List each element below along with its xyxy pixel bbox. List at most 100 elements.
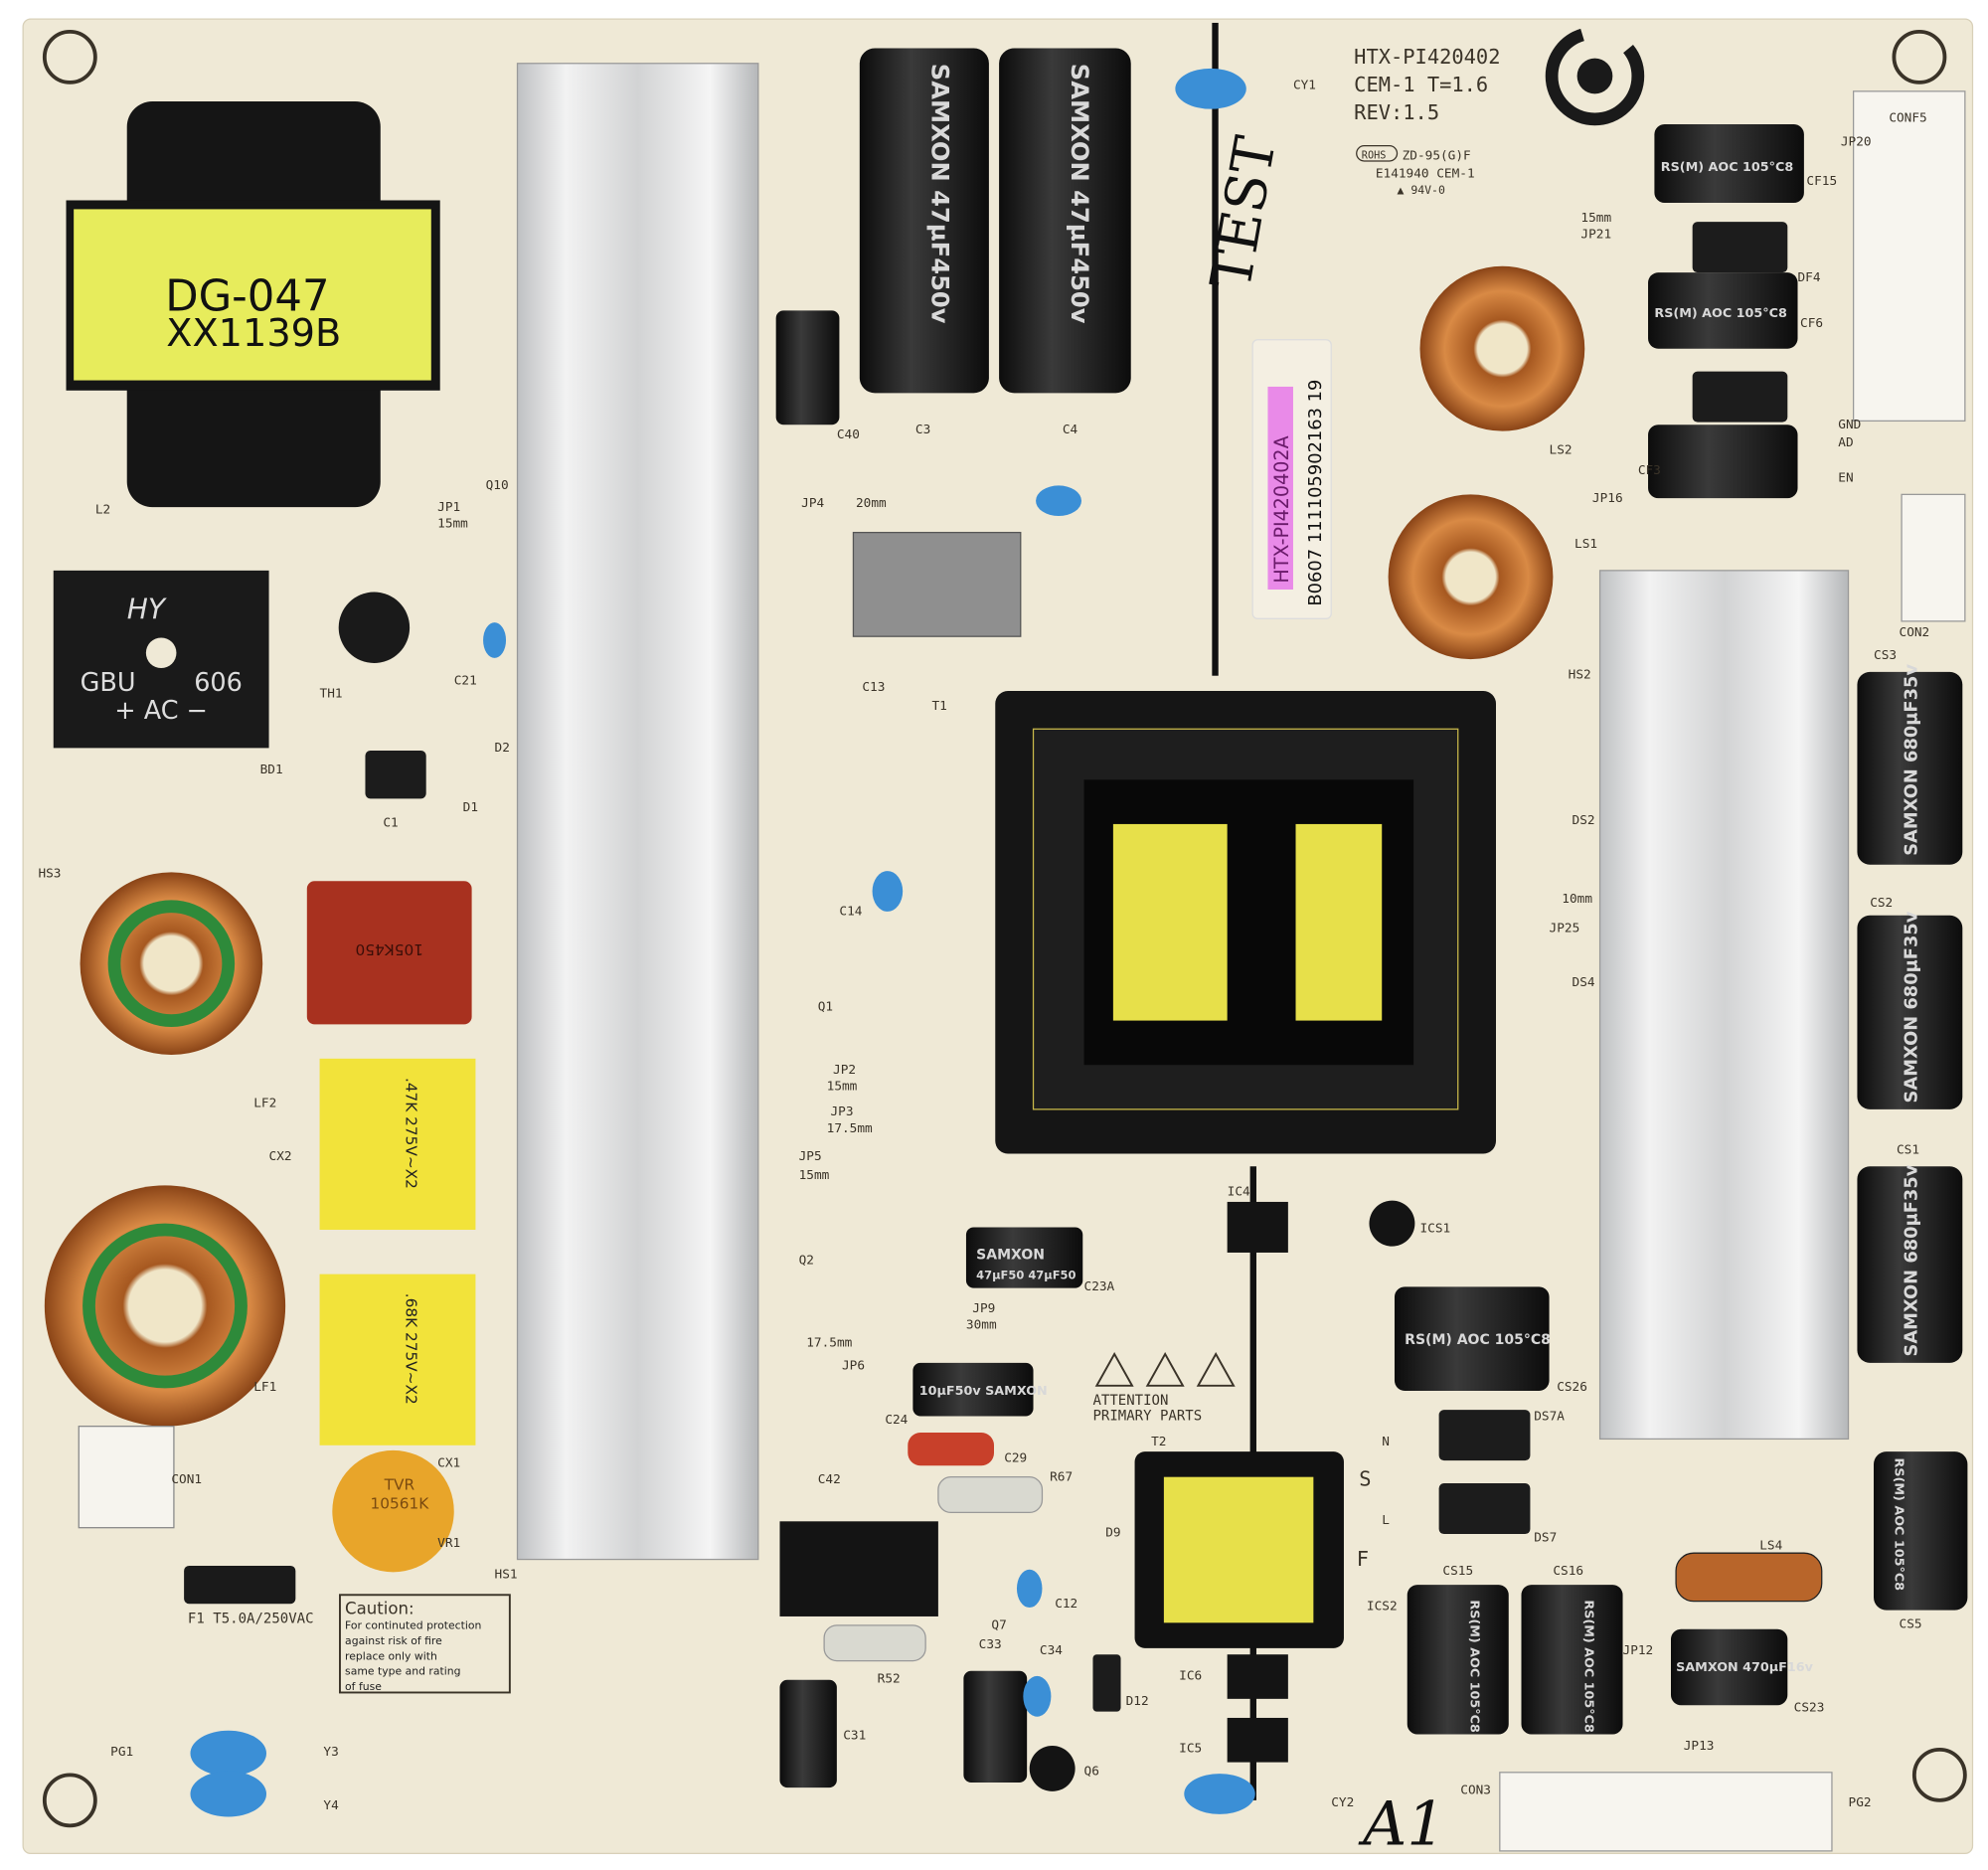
caution-line: against risk of fire <box>345 1634 442 1647</box>
resistor-r67 <box>937 1476 1044 1514</box>
silkscreen-label: N <box>1382 1435 1390 1449</box>
silkscreen-label: D2 <box>495 741 510 756</box>
cap-text: 10µF50v SAMXON <box>919 1384 1048 1399</box>
silkscreen-label: CON3 <box>1460 1783 1491 1797</box>
heatsink-hs2 <box>1598 570 1850 1441</box>
silkscreen-label: JP1 <box>437 500 460 515</box>
silkscreen-label: BD1 <box>260 763 283 777</box>
cap-text: RS(M) AOC 105°C8 <box>1580 1600 1595 1733</box>
silkscreen-label: JP25 <box>1550 921 1580 935</box>
connector-con1[interactable] <box>78 1426 175 1529</box>
silkscreen-label: JP4 <box>801 496 824 511</box>
connector-con2[interactable] <box>1901 493 1966 622</box>
silkscreen-label: JP9 <box>972 1301 995 1316</box>
caution-line: same type and rating <box>345 1665 460 1678</box>
mounting-holes <box>42 29 1967 1828</box>
manufacturer-logo <box>1545 26 1645 126</box>
silkscreen-label: JP12 <box>1623 1643 1654 1658</box>
caution-line: For continuted protection <box>345 1619 481 1632</box>
silkscreen-label: HS2 <box>1569 667 1591 682</box>
silkscreen-label: CS16 <box>1553 1564 1583 1579</box>
silkscreen-label: CONF5 <box>1889 110 1926 125</box>
capacitor-cs16: RS(M) AOC 105°C8 <box>1521 1585 1623 1735</box>
capacitor-c24: 10µF50v SAMXON <box>912 1362 1048 1417</box>
ul-number: E141940 CEM-1 <box>1376 167 1475 182</box>
sticker-serial: B0607 111105902163 19 <box>1305 380 1326 606</box>
silkscreen-label: TH1 <box>320 686 343 701</box>
silkscreen-label: LS4 <box>1759 1538 1782 1553</box>
inductor-lf2 <box>80 872 263 1056</box>
bridge-model-right: 606 <box>194 668 243 698</box>
silkscreen-label: DS4 <box>1573 975 1595 990</box>
silkscreen-label: 15mm <box>1580 211 1611 226</box>
silkscreen-label: LF1 <box>253 1380 276 1395</box>
silkscreen-label: JP6 <box>842 1358 865 1373</box>
silkscreen-label: CS26 <box>1557 1380 1587 1395</box>
caution-line: replace only with <box>345 1649 437 1662</box>
capacitor-c1: 105K450 <box>306 881 472 1025</box>
capacitor-c29 <box>908 1433 994 1466</box>
silkscreen-label: JP2 <box>833 1063 856 1078</box>
silkscreen-label: C14 <box>839 905 862 920</box>
silkscreen-label: DF4 <box>1798 270 1821 285</box>
silkscreen-label: 15mm <box>437 517 468 532</box>
silkscreen-label: R52 <box>878 1671 901 1686</box>
rohs-badge <box>1356 145 1399 162</box>
cap-text: SAMXON 680µF35v <box>1901 664 1921 856</box>
silkscreen-label: Q2 <box>799 1253 814 1268</box>
cap-text: RS(M) AOC 105°C8 <box>1654 306 1787 321</box>
silkscreen-label: DS7A <box>1534 1409 1565 1424</box>
ic-ic6 <box>1227 1654 1288 1699</box>
silkscreen-label: JP5 <box>799 1149 822 1164</box>
silkscreen-label: C12 <box>1055 1597 1077 1612</box>
silkscreen-label: CS3 <box>1874 648 1897 663</box>
silkscreen-label: CS23 <box>1794 1701 1825 1716</box>
diode-ds7 <box>1438 1483 1531 1535</box>
silkscreen-label: 15mm <box>827 1080 858 1095</box>
silkscreen-label: C3 <box>915 423 930 437</box>
silkscreen-label: VR1 <box>437 1536 460 1551</box>
cap-text: SAMXON 47µF450v <box>1066 64 1093 324</box>
connector-con3[interactable] <box>1499 1772 1833 1852</box>
resistor-r52 <box>823 1624 926 1662</box>
caution-line: of fuse <box>345 1680 382 1693</box>
cap-text: RS(M) AOC 105°C8 <box>1405 1332 1551 1348</box>
silkscreen-label: LS1 <box>1574 537 1597 552</box>
fuse-f1 <box>184 1565 296 1605</box>
silkscreen-label: D9 <box>1105 1526 1120 1541</box>
silkscreen-label: R67 <box>1050 1469 1073 1484</box>
connector-conf5[interactable] <box>1852 90 1966 423</box>
silkscreen-label: C34 <box>1040 1643 1063 1658</box>
mosfet-q7 <box>779 1521 938 1616</box>
capacitor-c31 <box>779 1679 837 1788</box>
inductor-ls1 <box>1388 494 1554 660</box>
thermistor-th1 <box>338 592 411 663</box>
red-cap-text: 105K450 <box>355 940 422 958</box>
silkscreen-label: CX1 <box>437 1455 460 1470</box>
transformer-label-1: DG-047 <box>165 271 329 321</box>
silkscreen-label: L <box>1382 1513 1390 1528</box>
silkscreen-label: C24 <box>885 1413 908 1428</box>
diode-d1 <box>365 750 426 799</box>
silkscreen-label: ICS2 <box>1367 1600 1398 1615</box>
silkscreen-label: JP21 <box>1580 228 1611 243</box>
transformer-t2 <box>1134 1451 1344 1648</box>
warning-triangle-icon <box>1094 1352 1236 1387</box>
handwritten-a1: A1 <box>1358 1788 1445 1859</box>
silkscreen-label: F <box>1357 1547 1369 1571</box>
capacitor-cs15: RS(M) AOC 105°C8 <box>1407 1585 1509 1735</box>
silkscreen-label: PG2 <box>1849 1795 1872 1810</box>
silkscreen-label: CF15 <box>1806 174 1837 189</box>
transformer-t1 <box>995 691 1497 1154</box>
board-material: CEM-1 T=1.6 <box>1354 73 1488 96</box>
capacitor-c40 <box>775 310 840 425</box>
silkscreen-label: Q6 <box>1084 1764 1099 1779</box>
capacitor-cs5: RS(M) AOC 105°C8 <box>1874 1451 1968 1611</box>
cap-text: 47µF50 47µF50 <box>976 1269 1076 1282</box>
flammability: ▲ 94V-0 <box>1398 183 1445 197</box>
silkscreen-label: T1 <box>932 699 947 714</box>
capacitor-cs26: RS(M) AOC 105°C8 <box>1394 1286 1551 1391</box>
cap-text: SAMXON 680µF35v <box>1901 911 1921 1103</box>
capacitor-c23a: SAMXON 47µF50 47µF50 <box>965 1227 1083 1288</box>
